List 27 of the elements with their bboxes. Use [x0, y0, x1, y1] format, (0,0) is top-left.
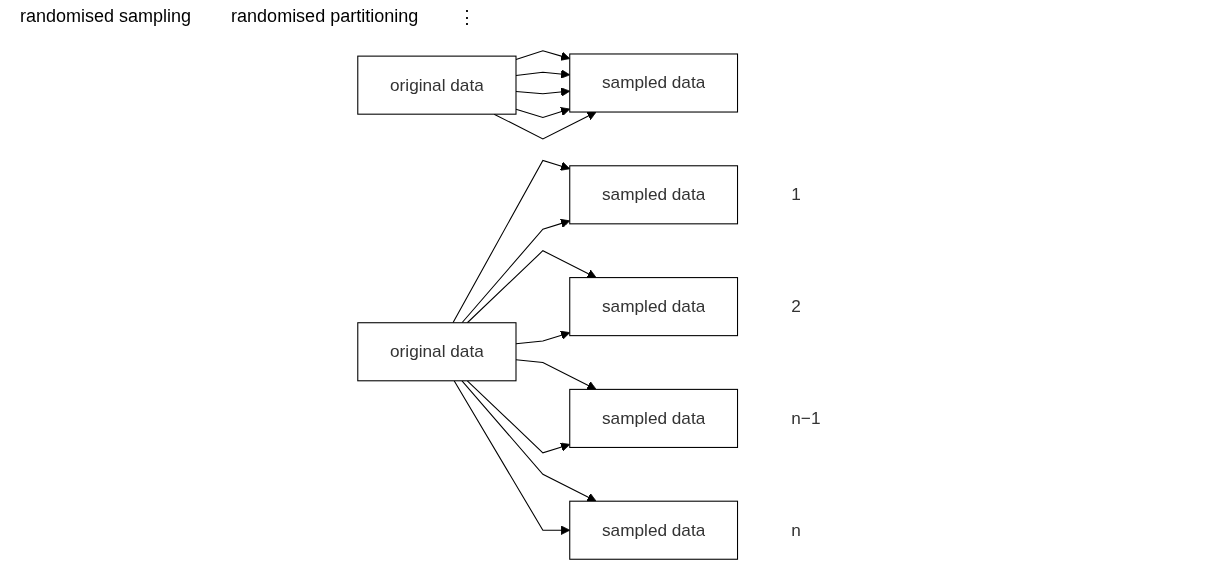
arrow	[453, 380, 570, 535]
node-box: sampled data	[568, 277, 738, 337]
node-box: sampled data	[568, 165, 738, 225]
arrow	[515, 69, 570, 79]
arrow	[493, 111, 597, 140]
arrow	[515, 359, 597, 390]
node-box: sampled data	[568, 500, 738, 560]
arrow	[461, 218, 570, 324]
node-box: original data	[357, 322, 517, 382]
arrow	[515, 87, 570, 97]
arrow	[452, 159, 570, 324]
node-box: original data	[357, 55, 517, 115]
heading-text: randomised partitioning	[231, 6, 419, 28]
heading-text: randomised sampling	[20, 6, 192, 28]
arrow	[515, 50, 570, 61]
node-label: n−1	[791, 408, 821, 428]
arrow	[515, 107, 570, 118]
arrow	[466, 250, 597, 324]
node-box: sampled data	[568, 388, 738, 448]
heading-text: ⋮	[458, 6, 477, 29]
node-label: 2	[791, 296, 801, 316]
node-box: sampled data	[568, 53, 738, 113]
node-label: 1	[791, 185, 801, 204]
node-label: n	[791, 520, 801, 539]
arrow	[461, 380, 597, 502]
arrow	[466, 380, 570, 454]
arrow	[515, 330, 570, 345]
